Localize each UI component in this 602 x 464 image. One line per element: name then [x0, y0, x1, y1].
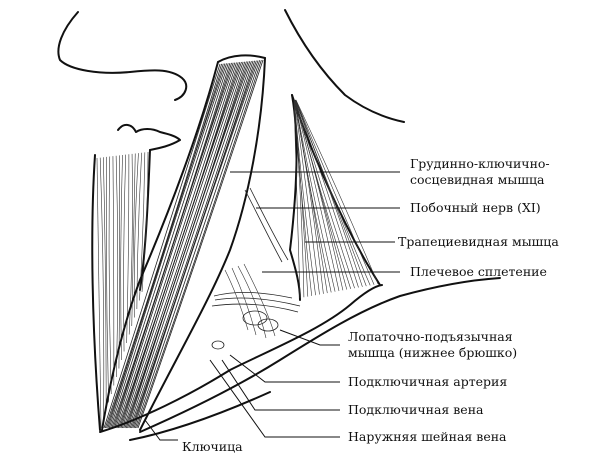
leader-lines [144, 171, 400, 441]
label-subclavian-artery: Подключичная артерия [348, 374, 507, 389]
shoulder-outline [139, 277, 501, 433]
strap-muscles [91, 149, 151, 431]
trapezius-muscle [289, 94, 381, 301]
label-subclavian-vein: Подключичная вена [348, 402, 484, 417]
label-scm-line2: сосцевидная мышца [410, 172, 545, 187]
sternocleidomastoid-muscle [101, 54, 266, 431]
label-trapezius: Трапециевидная мышца [398, 234, 559, 249]
label-clavicle: Ключица [182, 439, 243, 454]
label-omohyoid-line1: Лопаточно-подъязычная [348, 329, 513, 344]
clavicle-lower-outline [129, 391, 271, 441]
head-back-outline [284, 9, 405, 123]
hyoid-outline [117, 124, 181, 151]
label-external-jugular-vein: Наружняя шейная вена [348, 429, 507, 444]
labels: Грудинно-ключично- сосцевидная мышца Поб… [182, 156, 559, 454]
clavicle-outline [99, 284, 383, 433]
label-brachial-plexus: Плечевое сплетение [410, 264, 547, 279]
label-scm-line1: Грудинно-ключично- [410, 156, 550, 171]
jaw-outline [57, 11, 188, 101]
label-omohyoid-line2: мышца (нижнее брюшко) [348, 345, 517, 360]
label-accessory-nerve: Побочный нерв (XI) [410, 200, 541, 215]
posterior-triangle-contents [211, 187, 301, 350]
